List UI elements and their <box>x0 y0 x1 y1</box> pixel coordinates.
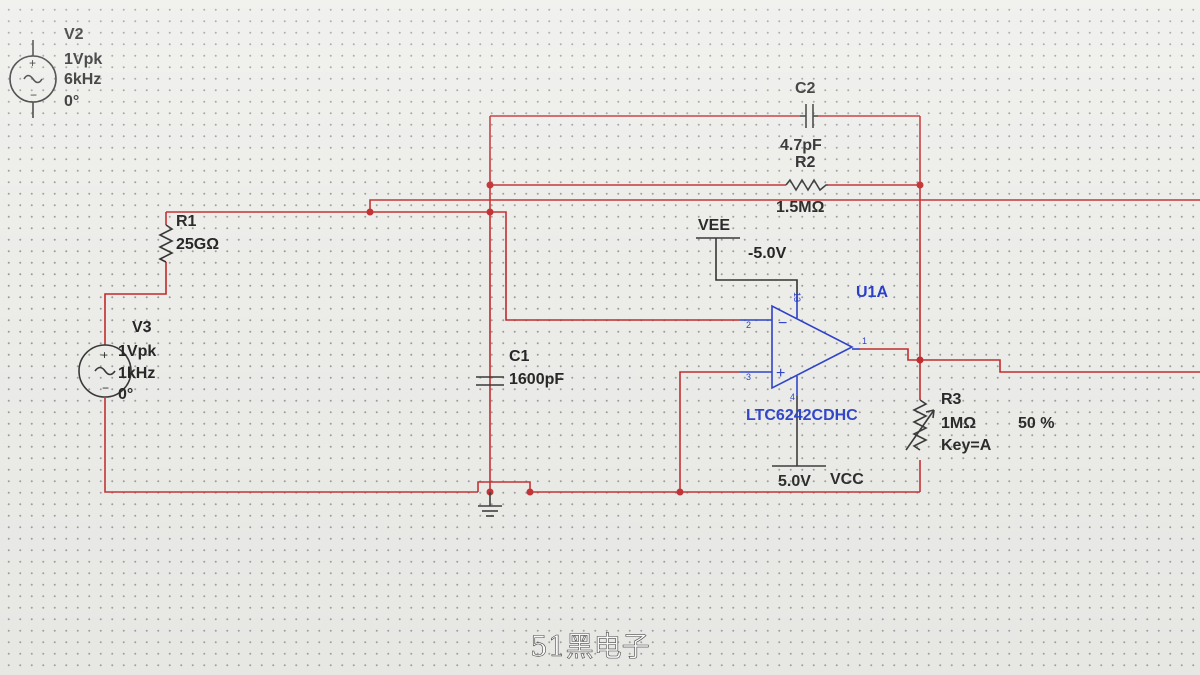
capacitor-c2[interactable]: C2 4.7pF <box>780 80 822 154</box>
v3-frequency: 1kHz <box>118 365 155 382</box>
v3-amplitude: 1Vpk <box>118 343 156 360</box>
junction-nodes <box>366 181 924 496</box>
r1-ref: R1 <box>176 213 197 230</box>
v2-ref: V2 <box>64 26 84 43</box>
opamp-plus-sign: + <box>776 365 785 382</box>
v2-amplitude: 1Vpk <box>64 51 102 68</box>
svg-text:−: − <box>30 88 37 102</box>
svg-text:+: + <box>101 348 108 362</box>
vee-name: VEE <box>698 217 730 234</box>
r3-ref: R3 <box>941 391 962 408</box>
vcc-supply[interactable]: 5.0V VCC <box>772 396 864 490</box>
r3-key: Key=A <box>941 437 992 454</box>
source-v3[interactable]: + − V3 1Vpk 1kHz 0° <box>78 319 156 403</box>
c1-value: 1600pF <box>509 371 564 388</box>
potentiometer-r3[interactable]: R3 1MΩ Key=A 50 % <box>905 391 1054 454</box>
watermark: 51黑电子 <box>530 630 650 663</box>
ground-symbol[interactable] <box>478 492 502 517</box>
wires <box>104 115 1200 493</box>
resistor-r2[interactable]: R2 1.5MΩ <box>776 154 828 216</box>
pin-out: 1 <box>862 336 867 346</box>
opamp-part: LTC6242CDHC <box>746 407 858 424</box>
v3-phase: 0° <box>118 386 133 403</box>
vcc-voltage: 5.0V <box>778 473 811 490</box>
opamp-minus-sign: − <box>778 315 787 332</box>
r2-value: 1.5MΩ <box>776 199 825 216</box>
r3-value: 1MΩ <box>941 415 976 432</box>
vee-voltage: -5.0V <box>748 245 787 262</box>
pin-inv: 2 <box>746 320 751 330</box>
c2-ref: C2 <box>795 80 816 97</box>
pin-noninv: 3 <box>746 372 751 382</box>
v2-frequency: 6kHz <box>64 71 101 88</box>
c1-ref: C1 <box>509 348 530 365</box>
r1-value: 25GΩ <box>176 236 219 253</box>
opamp-u1a[interactable]: − + 2 3 1 13 4 U1A LTC6242CDHC <box>740 284 888 424</box>
pin-vminus: 4 <box>790 392 795 402</box>
vee-supply[interactable]: VEE -5.0V <box>696 217 798 302</box>
c2-value: 4.7pF <box>780 137 822 154</box>
r2-ref: R2 <box>795 154 816 171</box>
source-v2[interactable]: + − V2 1Vpk 6kHz 0° <box>9 26 102 118</box>
opamp-ref: U1A <box>856 284 888 301</box>
svg-text:−: − <box>102 381 109 395</box>
resistor-r1[interactable]: R1 25GΩ <box>158 213 219 263</box>
v2-phase: 0° <box>64 93 79 110</box>
capacitor-c1[interactable]: C1 1600pF <box>476 348 564 388</box>
pin-vplus: 13 <box>792 292 802 302</box>
svg-text:+: + <box>29 56 36 70</box>
vcc-name: VCC <box>830 471 864 488</box>
r3-percent: 50 % <box>1018 415 1054 432</box>
v3-ref: V3 <box>132 319 152 336</box>
